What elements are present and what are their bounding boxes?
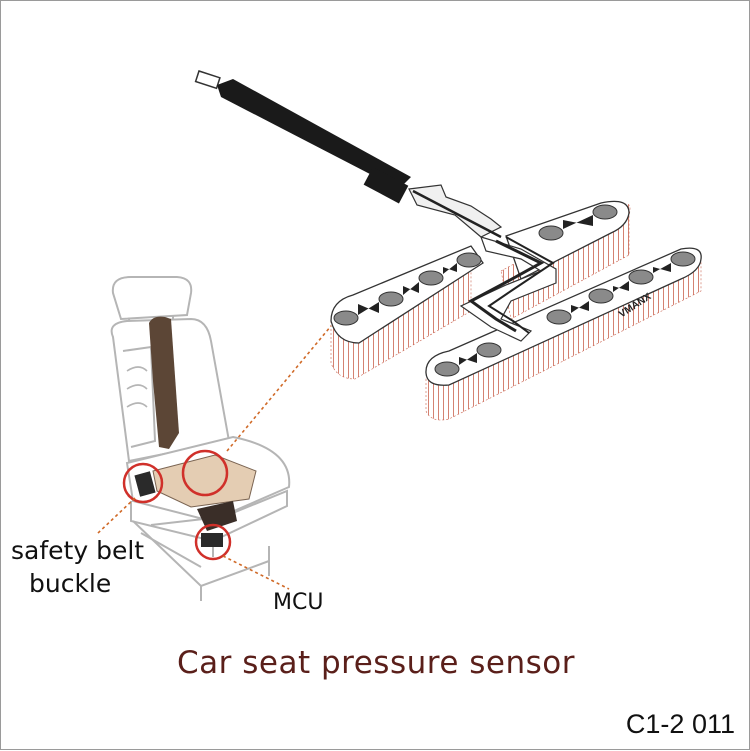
sensor-band-lower [425, 247, 702, 421]
seat-cushion-sensor [152, 454, 257, 508]
cushion-rear-block [197, 501, 237, 531]
safety-belt-label: safety belt [11, 536, 145, 565]
cushion-highlight-circle [181, 449, 229, 497]
mcu-highlight-circle [194, 523, 232, 561]
buckle-highlight-circle [122, 462, 164, 504]
seat-back-sensor-strip [149, 316, 179, 449]
diagram-title: Car seat pressure sensor [177, 645, 575, 681]
buckle-label: buckle [29, 569, 112, 598]
product-code: C1-2 011 [625, 709, 735, 739]
center-traces [459, 236, 557, 342]
buckle-block [134, 471, 156, 497]
connector-strip [194, 70, 503, 239]
mcu-label: MCU [273, 590, 324, 615]
leader-lines [96, 325, 332, 590]
mcu-box [201, 533, 223, 547]
